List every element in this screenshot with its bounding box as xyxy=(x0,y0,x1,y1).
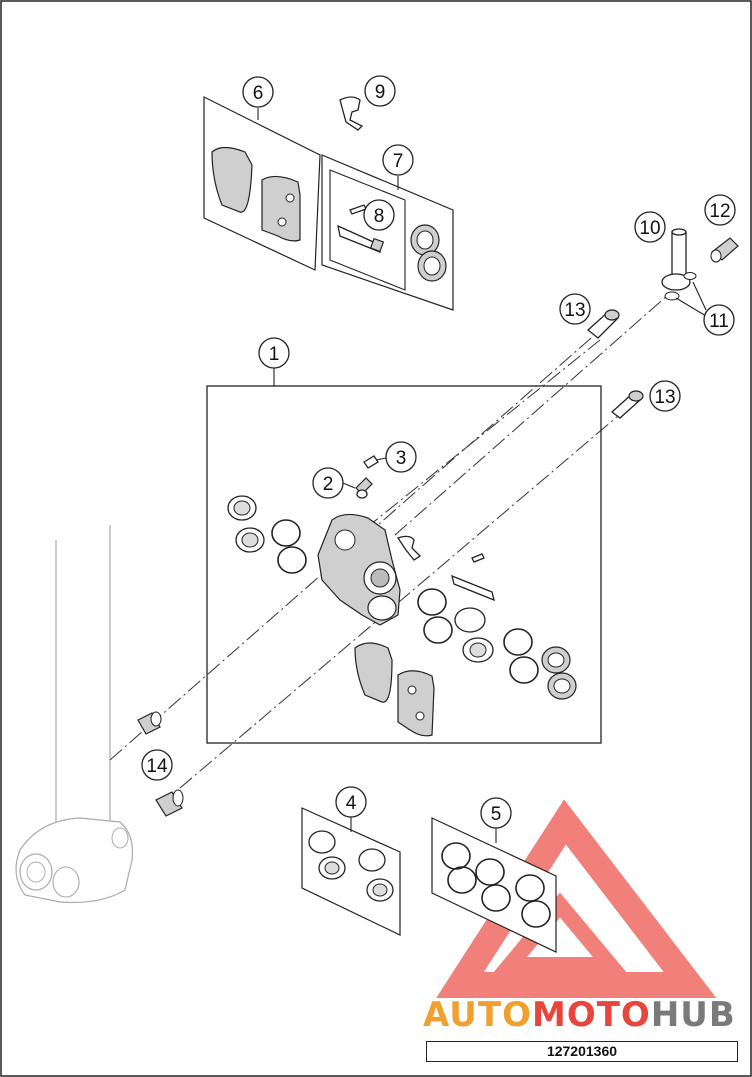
callout-1-label: 1 xyxy=(269,344,280,365)
brake-pads-in-kit xyxy=(354,642,435,737)
callout-1: 1 xyxy=(258,337,290,369)
watermark-hub: HUB xyxy=(651,995,736,1035)
callout-11: 11 xyxy=(703,304,735,336)
seal-kit-box xyxy=(431,817,557,953)
caliper-bolt-lower xyxy=(610,390,644,419)
callout-7: 7 xyxy=(382,144,414,176)
bleed-nipple xyxy=(355,455,379,499)
callout-13-upper-label: 13 xyxy=(564,300,585,321)
watermark-text: AUTOMOTOHUB xyxy=(423,995,736,1035)
piston-seals-right xyxy=(417,588,577,700)
bushing-pair xyxy=(410,224,447,282)
callout-9: 9 xyxy=(364,75,396,107)
callout-12: 12 xyxy=(704,194,736,226)
callout-4: 4 xyxy=(335,786,367,818)
callout-13-upper: 13 xyxy=(559,293,591,325)
callout-6-label: 6 xyxy=(253,83,264,104)
pin-kit-box xyxy=(321,154,454,311)
banjo-fitting xyxy=(661,228,697,301)
callout-8-label: 8 xyxy=(374,206,385,227)
watermark-moto: MOTO xyxy=(532,995,651,1035)
part-number-label: 127201360 xyxy=(426,1041,738,1062)
callout-9-label: 9 xyxy=(375,82,386,103)
callouts: 1 2 3 4 5 6 7 8 xyxy=(141,75,736,829)
callout-2-label: 2 xyxy=(323,474,334,495)
callout-3: 3 xyxy=(375,441,417,473)
callout-10: 10 xyxy=(634,211,666,243)
piston-kit-box xyxy=(301,807,401,936)
watermark-auto: AUTO xyxy=(423,995,532,1035)
callout-13-lower: 13 xyxy=(649,380,681,412)
callout-2: 2 xyxy=(312,467,356,499)
callout-3-label: 3 xyxy=(396,448,407,469)
callout-12-label: 12 xyxy=(709,201,730,222)
callout-10-label: 10 xyxy=(639,218,660,239)
spacer-lower xyxy=(155,789,184,817)
bleeder-screw xyxy=(710,237,739,263)
callout-5: 5 xyxy=(480,797,512,829)
fork-leg xyxy=(15,525,134,904)
callout-4-label: 4 xyxy=(346,793,357,814)
caliper-kit-box xyxy=(206,385,602,744)
callout-8: 8 xyxy=(363,199,395,231)
caliper-body xyxy=(317,513,401,626)
callout-14-label: 14 xyxy=(146,756,168,777)
retaining-clip xyxy=(339,96,364,131)
callout-6: 6 xyxy=(242,76,274,108)
callout-14: 14 xyxy=(141,749,173,781)
brake-pad-kit-box xyxy=(203,96,321,271)
caliper-bolt-upper xyxy=(586,309,620,339)
spacer-upper xyxy=(137,711,162,735)
callout-11-label: 11 xyxy=(709,311,729,332)
piston-seals-left xyxy=(227,495,307,574)
callout-7-label: 7 xyxy=(393,151,404,172)
callout-5-label: 5 xyxy=(491,804,502,825)
callout-13-lower-label: 13 xyxy=(654,387,675,408)
